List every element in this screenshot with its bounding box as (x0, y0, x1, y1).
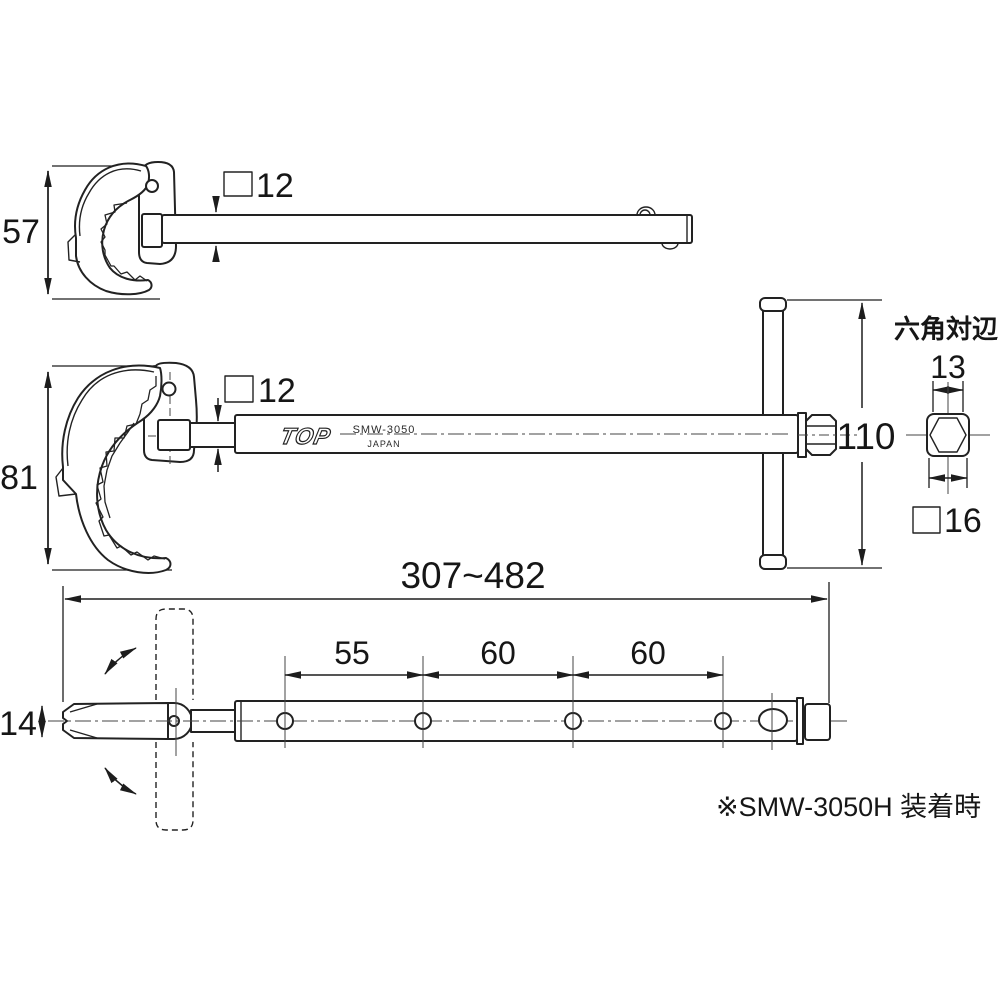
main-view: 81 (0, 297, 896, 574)
square-symbol (224, 375, 254, 403)
main-jaw-head (55, 361, 237, 574)
dim-110-label: 110 (837, 416, 896, 457)
handle-bottom-cap (759, 554, 787, 570)
dimension-overall-length: 307~482 (62, 555, 830, 703)
dim-12-label: 12 (256, 167, 294, 205)
release-button (636, 206, 656, 216)
end-cap (804, 703, 831, 741)
dim-60a-label: 60 (480, 635, 516, 671)
dim-12-label: 12 (258, 372, 296, 410)
dimension-pitch-60b: 60 (572, 635, 724, 679)
dimension-pitch-60a: 60 (422, 635, 574, 679)
end-view-title: 六角対辺 (894, 314, 998, 344)
country-marking: JAPAN (367, 439, 400, 449)
t-handle (759, 297, 787, 570)
dim-60b-label: 60 (630, 635, 666, 671)
footnote: ※SMW-3050H 装着時 (716, 792, 981, 822)
dim-overall-label: 307~482 (400, 555, 545, 596)
handle-top-cap (759, 297, 787, 312)
folded-head (62, 688, 238, 756)
dimension-14: 14 (0, 705, 46, 743)
model-marking: SMW-3050 (353, 424, 416, 436)
top-jaw-head (67, 161, 693, 296)
dimension-square-12-top: 12 (212, 167, 294, 263)
dimension-square-12-main: 12 (214, 372, 296, 472)
phantom-pipe (155, 608, 194, 831)
lock-hole (758, 708, 788, 732)
bottom-view: 307~482 (0, 555, 848, 831)
swivel-arrows (104, 647, 137, 795)
dimension-square-16: 16 (912, 502, 982, 540)
socket-end-profile (906, 382, 990, 494)
dim-16-label: 16 (944, 502, 982, 540)
dimension-57: 57 (2, 165, 172, 300)
top-view: 57 12 (2, 161, 693, 300)
dimension-pitch-55: 55 (284, 635, 424, 679)
hex-drive-end (797, 412, 860, 458)
dim-55-label: 55 (334, 635, 370, 671)
square-symbol (223, 171, 253, 197)
dimension-110: 110 (787, 299, 896, 569)
dim-14-label: 14 (0, 705, 37, 743)
hex-end-view: 六角対辺 13 16 (894, 314, 998, 540)
main-shaft-tube: TOP SMW-3050 JAPAN (234, 412, 860, 458)
dim-57-label: 57 (2, 213, 40, 251)
dim-13-label: 13 (930, 349, 966, 385)
square-symbol (912, 506, 941, 534)
bottom-tab (661, 242, 679, 250)
brand-logo: TOP (278, 423, 333, 449)
dim-81-label: 81 (0, 459, 38, 497)
